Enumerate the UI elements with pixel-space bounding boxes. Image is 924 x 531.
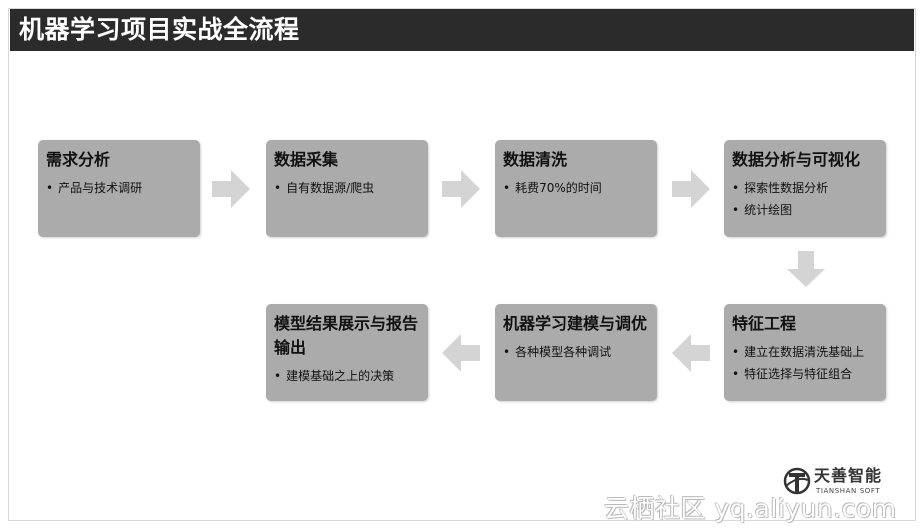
step-data-analysis-visualization: 数据分析与可视化 探索性数据分析 统计绘图 bbox=[724, 140, 886, 237]
step-results-report: 模型结果展示与报告输出 建模基础之上的决策 bbox=[266, 304, 428, 401]
step-title: 数据分析与可视化 bbox=[732, 150, 861, 169]
step-title: 数据清洗 bbox=[503, 150, 568, 169]
arrow-left-icon bbox=[442, 334, 480, 372]
step-item: 耗费70%的时间 bbox=[503, 177, 651, 199]
step-data-collection: 数据采集 自有数据源/爬虫 bbox=[266, 140, 428, 237]
title-bar: 机器学习项目实战全流程 bbox=[10, 9, 914, 51]
step-item: 统计绘图 bbox=[732, 199, 880, 221]
step-title: 特征工程 bbox=[732, 314, 797, 333]
step-item: 各种模型各种调试 bbox=[503, 341, 651, 363]
step-title: 需求分析 bbox=[46, 150, 111, 169]
watermark: 云栖社区 yq.aliyun.com bbox=[604, 494, 897, 523]
arrow-down-icon bbox=[787, 251, 825, 287]
arrow-right-icon bbox=[212, 170, 250, 208]
step-requirements-analysis: 需求分析 产品与技术调研 bbox=[38, 140, 200, 237]
arrow-right-icon bbox=[672, 170, 710, 208]
step-modeling-tuning: 机器学习建模与调优 各种模型各种调试 bbox=[495, 304, 657, 401]
logo: 天善智能 TIANSHAN SOFT bbox=[783, 466, 903, 500]
step-item: 特征选择与特征组合 bbox=[732, 363, 880, 385]
step-item: 建立在数据清洗基础上 bbox=[732, 341, 880, 363]
step-item: 产品与技术调研 bbox=[46, 177, 194, 199]
step-data-cleaning: 数据清洗 耗费70%的时间 bbox=[495, 140, 657, 237]
step-item: 自有数据源/爬虫 bbox=[274, 177, 422, 199]
step-feature-engineering: 特征工程 建立在数据清洗基础上 特征选择与特征组合 bbox=[724, 304, 886, 401]
logo-subtitle: TIANSHAN SOFT bbox=[816, 487, 881, 495]
step-title: 机器学习建模与调优 bbox=[503, 314, 648, 333]
step-item: 建模基础之上的决策 bbox=[274, 365, 422, 387]
slide-frame bbox=[8, 8, 916, 521]
step-title: 模型结果展示与报告输出 bbox=[274, 314, 419, 357]
logo-mark-icon bbox=[783, 467, 811, 495]
arrow-left-icon bbox=[672, 334, 710, 372]
arrow-right-icon bbox=[442, 170, 480, 208]
logo-name: 天善智能 bbox=[814, 466, 883, 485]
step-item: 探索性数据分析 bbox=[732, 177, 880, 199]
slide-title: 机器学习项目实战全流程 bbox=[19, 15, 300, 44]
step-title: 数据采集 bbox=[274, 150, 339, 169]
